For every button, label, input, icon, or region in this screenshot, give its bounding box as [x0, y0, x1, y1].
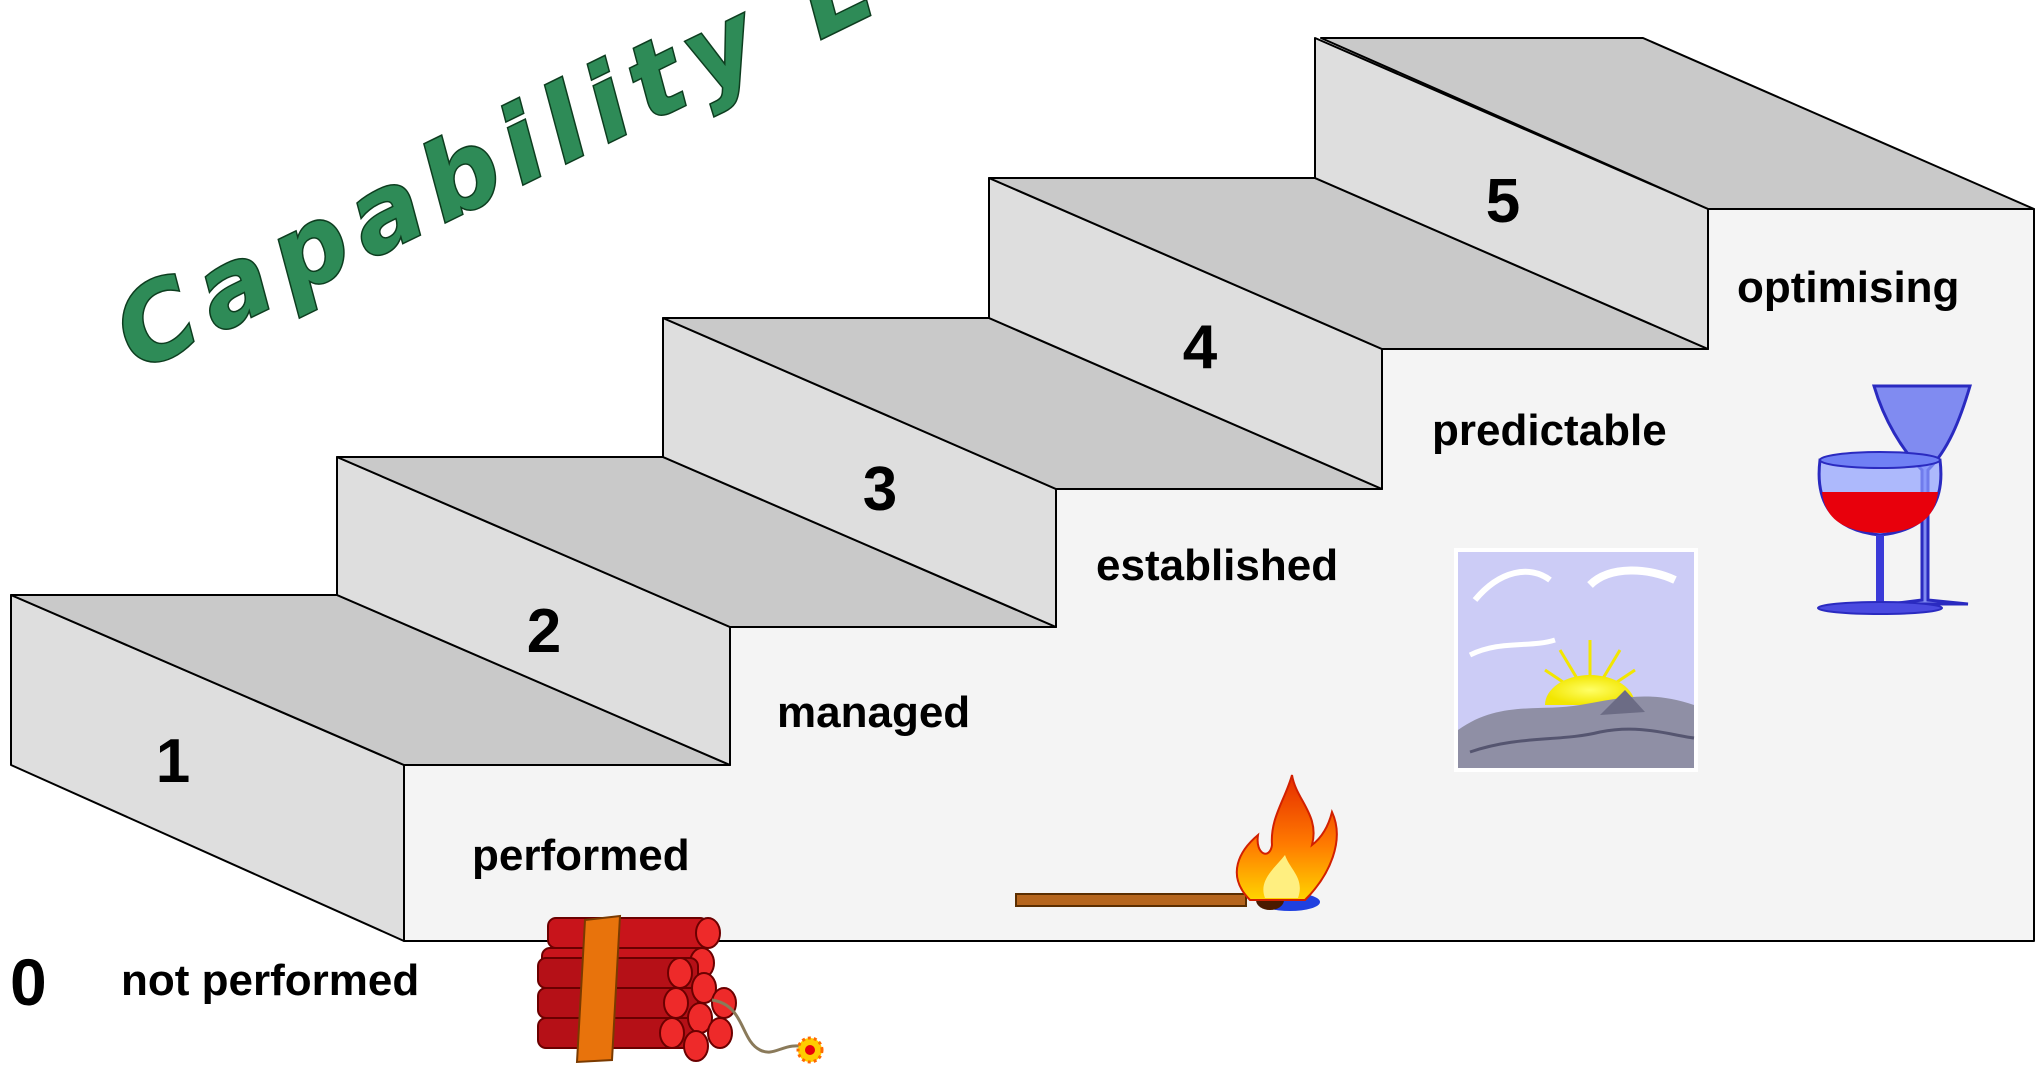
level-number-3: 3	[863, 455, 897, 524]
level-label-performed: performed	[472, 831, 690, 880]
level-label-not-performed: not performed	[121, 956, 419, 1005]
sunrise-landscape-icon	[1454, 548, 1698, 772]
level-number-0: 0	[10, 945, 47, 1019]
level-number-2: 2	[527, 597, 561, 666]
staircase	[10, 37, 2035, 942]
dynamite-icon	[537, 914, 824, 1064]
level-label-predictable: predictable	[1432, 406, 1667, 455]
step-5-riser	[1314, 37, 1709, 350]
level-label-managed: managed	[777, 688, 970, 737]
level-number-5: 5	[1486, 167, 1520, 236]
level-label-optimising: optimising	[1737, 263, 1959, 312]
lit-match-icon	[1015, 774, 1338, 911]
wine-glasses-icon	[1817, 384, 1973, 615]
level-number-4: 4	[1183, 313, 1218, 382]
level-label-established: established	[1096, 541, 1338, 590]
level-number-1: 1	[156, 727, 190, 796]
